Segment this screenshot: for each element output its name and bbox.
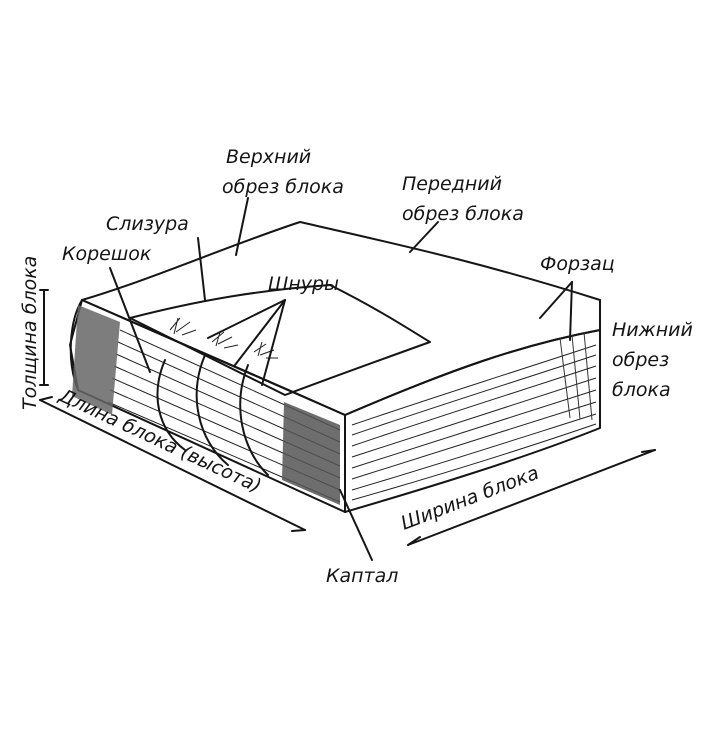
- label-bottom-edge-line3: блока: [612, 379, 671, 401]
- label-mull: Слизура: [106, 213, 189, 235]
- label-spine: Корешок: [62, 243, 152, 265]
- mull-panel: [129, 284, 431, 396]
- label-front-edge-line2: обрез блока: [402, 203, 524, 225]
- label-thickness: Толщина блока: [19, 256, 41, 410]
- label-length: Длина блока (высота): [55, 384, 265, 497]
- page-lines: [351, 344, 597, 501]
- cords: [156, 317, 278, 476]
- label-bottom-edge-line1: Нижний: [612, 319, 693, 341]
- bottom-edge-hatching: [559, 331, 593, 421]
- dimension-lines: [39, 289, 656, 546]
- label-front-edge-line1: Передний: [402, 173, 502, 195]
- label-headband: Каптал: [326, 565, 398, 587]
- label-top-edge-line1: Верхний: [226, 146, 311, 168]
- label-endpaper: Форзац: [540, 253, 615, 275]
- label-cords: Шнуры: [268, 273, 339, 295]
- leader-lines: [109, 197, 573, 561]
- headband-hatching: [72, 305, 340, 505]
- label-bottom-edge-line2: обрез: [612, 349, 669, 371]
- label-top-edge-line2: обрез блока: [222, 176, 344, 198]
